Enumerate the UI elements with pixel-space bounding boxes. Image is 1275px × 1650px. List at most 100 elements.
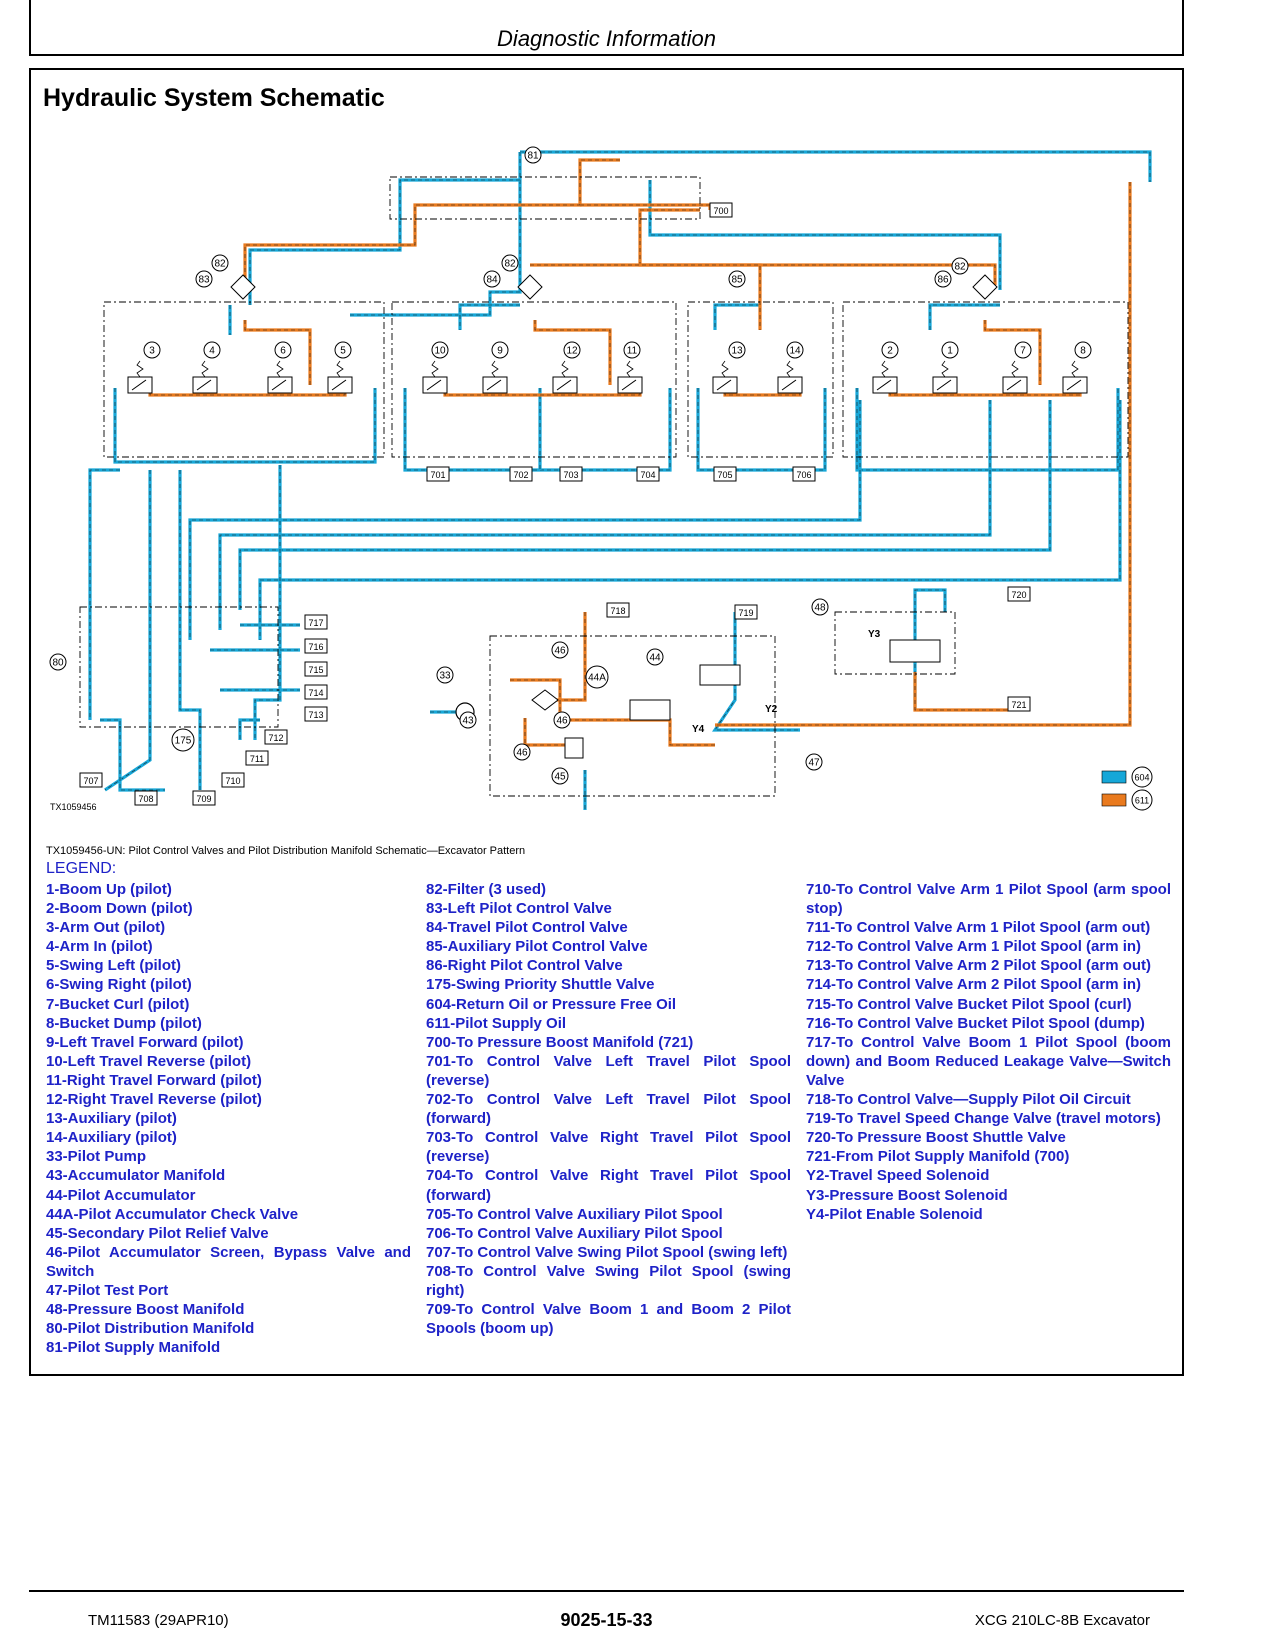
port-tag: 711: [245, 750, 269, 766]
legend-item: 708-To Control Valve Swing Pilot Spool (…: [426, 1262, 791, 1299]
filter-symbol: [972, 274, 998, 300]
callout-ring: [941, 341, 959, 359]
spool-valve-arrow: [426, 379, 442, 391]
legend-item: 716-To Control Valve Bucket Pilot Spool …: [806, 1014, 1145, 1032]
callout-circle: 86: [934, 270, 952, 288]
port-tag-box: [636, 466, 660, 482]
callout-ring: [143, 341, 161, 359]
legend-item: 83-Left Pilot Control Valve: [426, 900, 612, 918]
callout-number: 13: [731, 346, 743, 357]
legend-item: 705-To Control Valve Auxiliary Pilot Spo…: [426, 1205, 723, 1223]
line-centerline: [249, 179, 520, 305]
port-tag-label: 717: [308, 618, 323, 628]
swatch-label: 604: [1134, 773, 1149, 783]
callout-number: 48: [814, 603, 826, 614]
callout-ring: [436, 666, 454, 684]
line-centerline: [530, 264, 761, 330]
legend-item: 3-Arm Out (pilot): [46, 919, 166, 937]
spool-spring: [721, 360, 729, 378]
spool-valve: [327, 376, 353, 394]
line-supply: [148, 385, 347, 397]
legend-item: 719-To Travel Speed Change Valve (travel…: [806, 1110, 1161, 1128]
line-centerline: [219, 400, 991, 630]
port-tag-label: 702: [513, 470, 528, 480]
spool-valve: [482, 376, 508, 394]
callout-number: 45: [554, 772, 566, 783]
spool-valve: [422, 376, 448, 394]
port-tag: 713: [304, 706, 328, 722]
callout-number: 46: [516, 748, 528, 759]
legend-item: 714-To Control Valve Arm 2 Pilot Spool (…: [806, 976, 1142, 994]
port-tag-label: 707: [83, 776, 98, 786]
spool-spring: [786, 360, 794, 378]
port-tag: 704: [636, 466, 660, 482]
callout-number: 86: [937, 275, 949, 286]
dashed-box: [79, 606, 279, 728]
callout-circle: 33: [436, 666, 454, 684]
legend-swatch: 611: [1101, 789, 1153, 811]
callout-number: 14: [789, 346, 801, 357]
callout-circle: 47: [805, 753, 823, 771]
pilot-enable-valve: [629, 699, 671, 721]
legend-column-3: 710-To Control Valve Arm 1 Pilot Spool (…: [806, 880, 1171, 1224]
port-tag-box: [304, 706, 328, 722]
callout-ring: [203, 341, 221, 359]
spool-spring: [941, 360, 949, 378]
line-centerline: [984, 320, 1041, 385]
callout-circle: 3: [143, 341, 161, 359]
line-return: [713, 303, 760, 330]
spool-spring: [626, 360, 634, 378]
legend-item: 718-To Control Valve—Supply Pilot Oil Ci…: [806, 1091, 1131, 1109]
spool-valve-arrow: [1066, 379, 1082, 391]
port-tag: 709: [192, 790, 216, 806]
legend-item: 720-To Pressure Boost Shuttle Valve: [806, 1129, 1066, 1147]
callout-circle: 43: [459, 711, 477, 729]
legend-item: 44-Pilot Accumulator: [46, 1186, 196, 1204]
callout-number: 82: [214, 259, 226, 270]
port-tag-label: 718: [610, 606, 625, 616]
callout-number: 80: [52, 658, 64, 669]
port-tag: 703: [559, 466, 583, 482]
port-tag-box: [1007, 696, 1031, 712]
spool-valve: [127, 376, 153, 394]
callout-ring: [934, 270, 952, 288]
callout-ring: [551, 641, 569, 659]
spool-valve: [617, 376, 643, 394]
spool-valve-arrow: [716, 379, 732, 391]
port-tag-label: 719: [738, 608, 753, 618]
line-centerline: [189, 400, 861, 640]
header-title: Diagnostic Information: [497, 26, 716, 51]
callout-number: 44: [649, 653, 661, 664]
solenoid-label: Y4: [692, 724, 705, 735]
line-centerline: [114, 388, 376, 463]
port-tag-label: 710: [225, 776, 240, 786]
port-tag: 705: [713, 466, 737, 482]
legend-item: 45-Secondary Pilot Relief Valve: [46, 1224, 269, 1242]
line-return: [248, 178, 520, 305]
legend-item: 84-Travel Pilot Control Valve: [426, 919, 628, 937]
line-centerline: [104, 470, 151, 791]
callout-circle: 82: [951, 257, 969, 275]
filter-symbol: [230, 274, 256, 300]
swatch-callout: [1131, 789, 1153, 811]
callout-circle: 2: [881, 341, 899, 359]
dashed-box: [391, 301, 677, 458]
callout-ring: [728, 341, 746, 359]
callout-ring: [49, 653, 67, 671]
line-return: [218, 400, 992, 630]
legend-item: 702-To Control Valve Left Travel Pilot S…: [426, 1091, 791, 1128]
callout-number: 3: [149, 346, 155, 357]
callout-number: 6: [280, 346, 286, 357]
callout-number: 81: [527, 151, 539, 162]
callout-number: 84: [486, 275, 498, 286]
swatch-color: [1101, 793, 1127, 807]
callout-circle: 83: [195, 270, 213, 288]
callout-circle: 5: [334, 341, 352, 359]
line-centerline: [714, 304, 760, 330]
legend-item: 8-Bucket Dump (pilot): [46, 1014, 202, 1032]
line-return: [648, 180, 1002, 290]
callout-number: 4: [209, 346, 215, 357]
line-centerline: [914, 672, 1008, 711]
callout-ring: [881, 341, 899, 359]
legend-item: 7-Bucket Curl (pilot): [46, 995, 190, 1013]
